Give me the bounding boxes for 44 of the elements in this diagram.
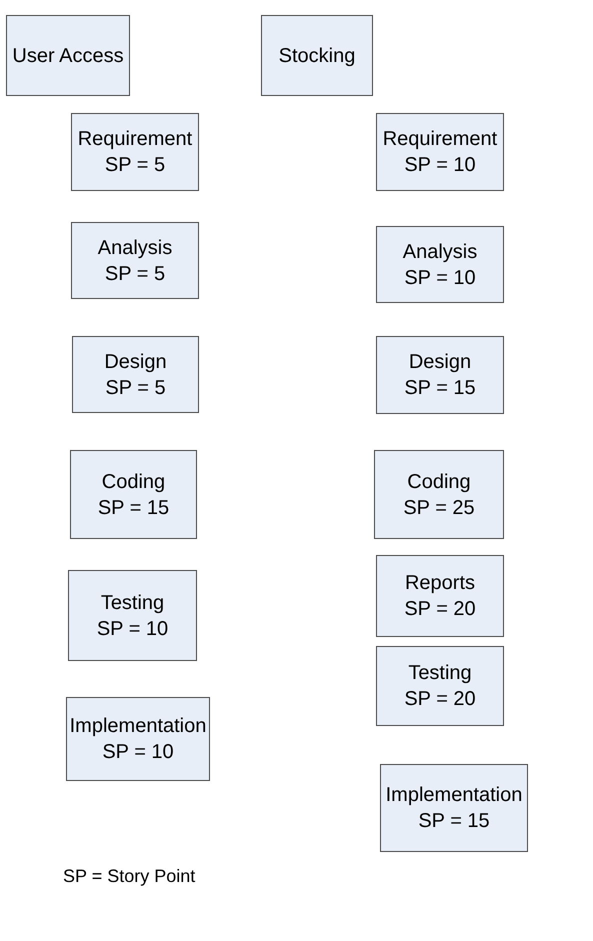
box-title: Requirement (382, 127, 498, 152)
story-points: SP = 5 (105, 376, 166, 400)
process-box (261, 15, 373, 96)
box-title: Testing (100, 590, 164, 616)
footnote: SP = Story Point (63, 866, 196, 887)
process-box (72, 336, 199, 413)
story-points: SP = 10 (404, 153, 476, 178)
process-box (380, 764, 528, 852)
process-box (71, 222, 199, 299)
story-points: SP = 15 (98, 496, 170, 520)
story-points: SP = 5 (104, 153, 166, 178)
story-points: SP = 15 (418, 809, 490, 834)
box-title: Coding (407, 470, 471, 494)
box-title: Implementation (386, 783, 522, 808)
process-box (376, 555, 504, 637)
box-title: Stocking (278, 44, 356, 68)
process-box (6, 15, 130, 96)
box-title: Design (408, 350, 472, 375)
story-points: SP = 10 (96, 616, 168, 642)
process-box (376, 336, 504, 414)
box-title: Implementation (70, 714, 206, 739)
box-title: Analysis (98, 236, 172, 260)
box-title: Analysis (402, 240, 478, 264)
story-points: SP = 5 (104, 262, 166, 286)
process-box (374, 450, 504, 539)
process-box (71, 113, 199, 191)
process-box (66, 697, 210, 781)
story-points: SP = 20 (404, 687, 476, 712)
box-title: Coding (102, 470, 166, 494)
story-points: SP = 15 (404, 376, 476, 401)
process-box (376, 113, 504, 191)
box-title: Requirement (78, 127, 192, 152)
process-box (68, 570, 197, 661)
box-title: Reports (404, 571, 476, 596)
process-box (376, 646, 504, 726)
box-title: Testing (408, 661, 472, 686)
story-points: SP = 10 (102, 740, 174, 765)
box-title: Design (104, 350, 167, 374)
story-points: SP = 10 (404, 266, 476, 290)
process-box (376, 226, 504, 303)
story-points: SP = 20 (404, 597, 476, 622)
story-points: SP = 25 (403, 496, 475, 520)
process-box (70, 450, 197, 539)
box-title: User Access (12, 44, 124, 68)
